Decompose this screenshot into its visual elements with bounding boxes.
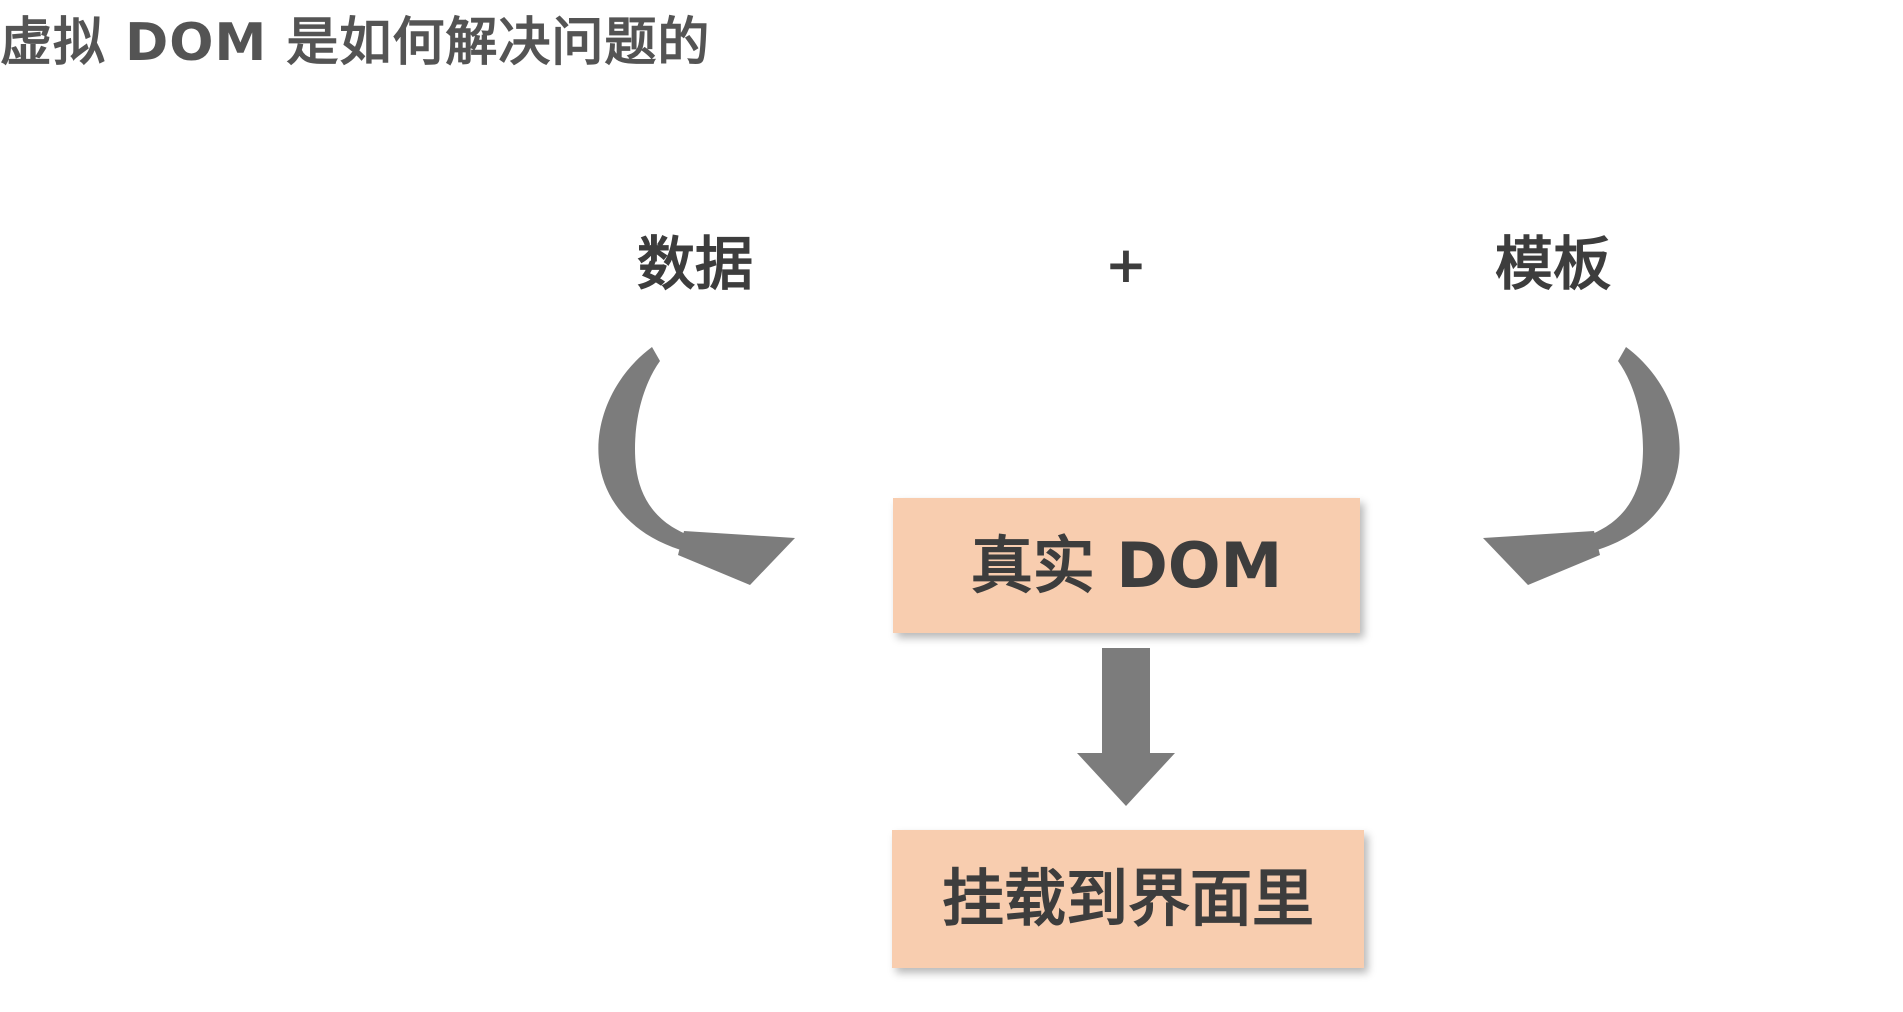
page-title: 虚拟 DOM 是如何解决问题的 (0, 13, 711, 73)
mount-label: 挂载到界面里 (941, 862, 1314, 935)
curved-arrow-left-body (598, 347, 694, 552)
curved-arrow-left-icon (598, 347, 795, 585)
curved-arrow-right-icon (1483, 347, 1680, 585)
plus-operator: + (1105, 236, 1147, 294)
mount-box: 挂载到界面里 (892, 830, 1364, 968)
down-arrow-shape (1077, 648, 1175, 806)
label-template: 模板 (1494, 230, 1612, 298)
curved-arrow-left-head (678, 531, 795, 585)
curved-arrow-right-head (1483, 531, 1600, 585)
label-data: 数据 (636, 230, 754, 298)
real-dom-label: 真实 DOM (970, 528, 1283, 602)
curved-arrow-right-body (1584, 347, 1680, 552)
down-arrow-icon (1077, 648, 1175, 806)
real-dom-box: 真实 DOM (893, 498, 1360, 633)
